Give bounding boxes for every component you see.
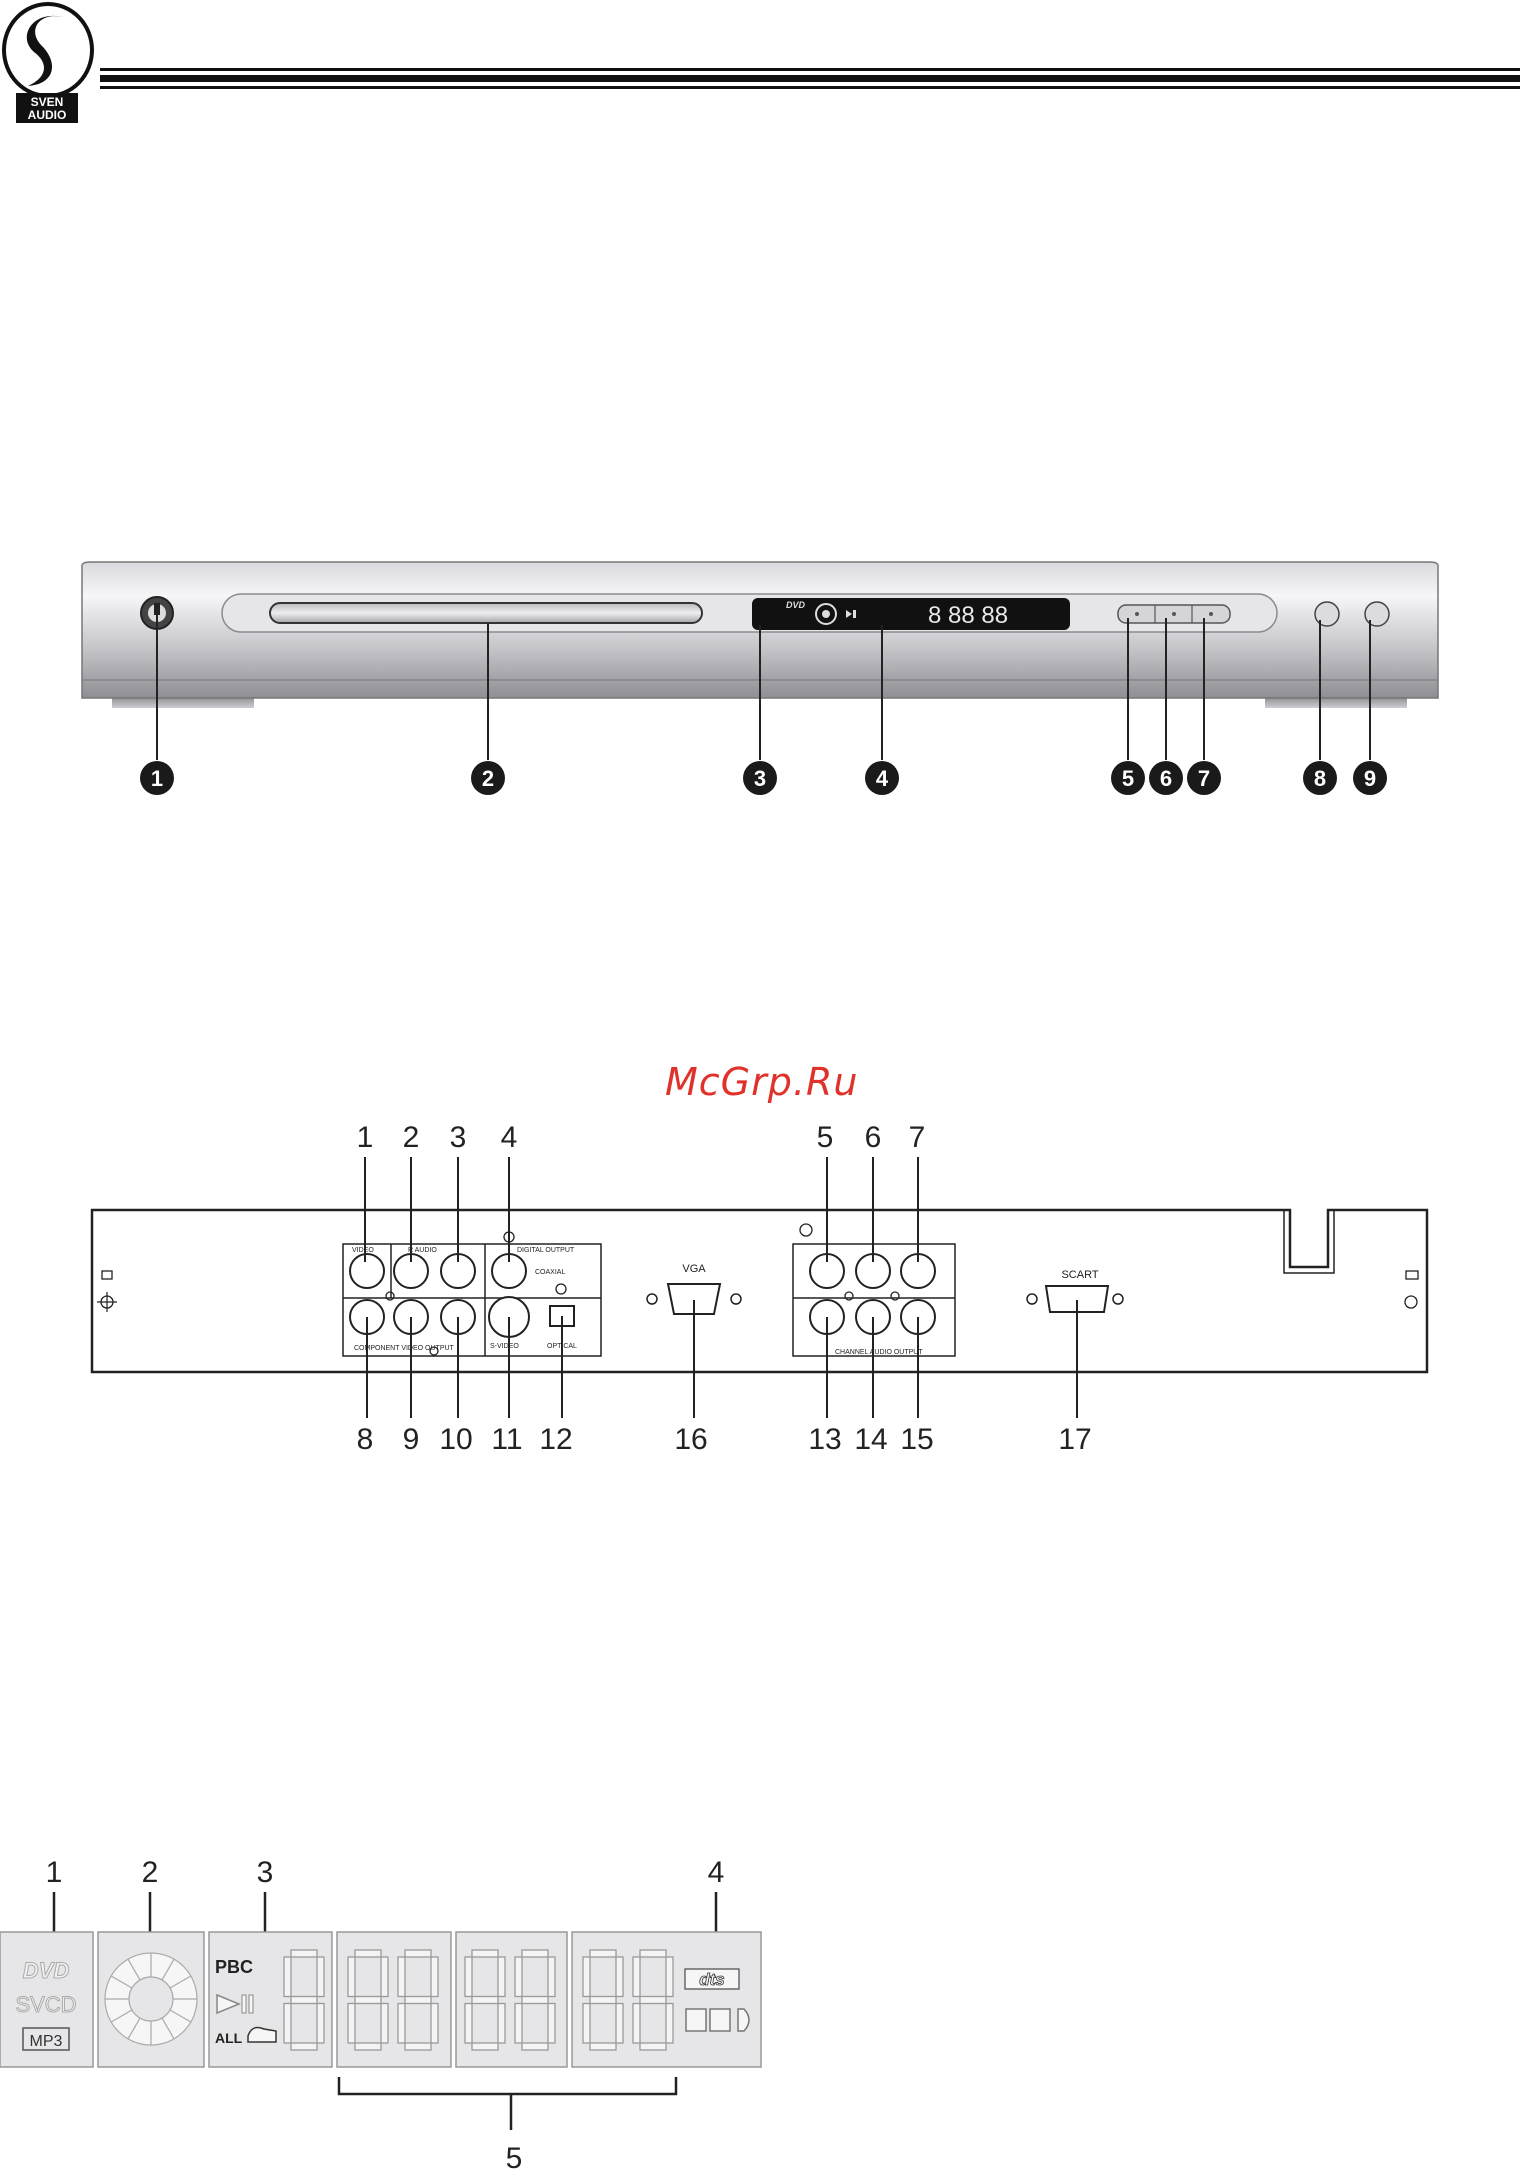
rear-callout-17: 17 bbox=[1058, 1423, 1091, 1456]
front-panel-diagram: DVD 8 88 88 bbox=[82, 562, 1438, 795]
sven-audio-logo: SVEN AUDIO bbox=[4, 4, 92, 123]
front-callout-3: 3 bbox=[743, 761, 777, 795]
display-callout-4: 4 bbox=[708, 1856, 725, 1889]
rear-callout-1: 1 bbox=[357, 1121, 374, 1154]
svg-text:7: 7 bbox=[1198, 766, 1210, 791]
watermark-text: McGrp.Ru bbox=[665, 1060, 858, 1104]
rear-callout-2: 2 bbox=[403, 1121, 420, 1154]
svg-text:2: 2 bbox=[482, 766, 494, 791]
front-callout-2: 2 bbox=[471, 761, 505, 795]
rear-callout-4: 4 bbox=[501, 1121, 518, 1154]
svg-text:9: 9 bbox=[1364, 766, 1376, 791]
pbc-indicator: PBC bbox=[215, 1957, 253, 1977]
display-callout-2: 2 bbox=[142, 1856, 159, 1889]
logo-text-sven: SVEN bbox=[31, 95, 64, 109]
rear-callout-9: 9 bbox=[403, 1423, 420, 1456]
svg-text:8: 8 bbox=[1314, 766, 1326, 791]
front-callouts: 1 2 3 4 5 6 7 8 9 bbox=[140, 761, 1387, 795]
display-callout-1: 1 bbox=[46, 1856, 63, 1889]
header: SVEN AUDIO bbox=[4, 4, 1520, 123]
rear-callout-12: 12 bbox=[539, 1423, 572, 1456]
label-coaxial: COAXIAL bbox=[535, 1269, 565, 1276]
rear-callout-11: 11 bbox=[491, 1423, 522, 1456]
prev-button-icon bbox=[1135, 612, 1139, 616]
rear-callout-14: 14 bbox=[854, 1423, 887, 1456]
rear-callout-5: 5 bbox=[817, 1121, 834, 1154]
display-callout-5: 5 bbox=[506, 2142, 523, 2175]
label-digital-output: DIGITAL OUTPUT bbox=[517, 1247, 575, 1254]
dts-indicator: dts bbox=[699, 1970, 725, 1989]
rear-callout-13: 13 bbox=[808, 1423, 841, 1456]
rear-callout-3: 3 bbox=[450, 1121, 467, 1154]
front-callout-6: 6 bbox=[1149, 761, 1183, 795]
rear-callouts-top: 1 2 3 4 5 6 7 bbox=[357, 1121, 926, 1154]
front-callout-5: 5 bbox=[1111, 761, 1145, 795]
svg-text:5: 5 bbox=[1122, 766, 1134, 791]
rear-panel-diagram: 1 2 3 4 5 6 7 VIDEO R AUDIO DIGITAL bbox=[92, 1121, 1427, 1456]
front-callout-8: 8 bbox=[1303, 761, 1337, 795]
video-out-jack bbox=[350, 1254, 384, 1288]
label-video: VIDEO bbox=[352, 1247, 374, 1254]
front-callout-4: 4 bbox=[865, 761, 899, 795]
label-audio: R AUDIO bbox=[408, 1247, 437, 1254]
mp3-indicator: MP3 bbox=[30, 2033, 63, 2050]
svg-text:3: 3 bbox=[754, 766, 766, 791]
play-pause-button bbox=[1365, 602, 1389, 626]
svg-text:1: 1 bbox=[151, 766, 163, 791]
label-vga: VGA bbox=[682, 1263, 706, 1275]
logo-text-audio: AUDIO bbox=[28, 108, 67, 122]
label-scart: SCART bbox=[1061, 1269, 1098, 1281]
label-svideo: S-VIDEO bbox=[490, 1343, 519, 1350]
display-leader-lines bbox=[54, 1892, 716, 1932]
header-rule bbox=[100, 68, 1520, 89]
disc-wheel-icon bbox=[105, 1953, 197, 2045]
open-close-button bbox=[1315, 602, 1339, 626]
front-callout-1: 1 bbox=[140, 761, 174, 795]
display-panel-diagram: 1 2 3 4 DVD SVCD MP3 bbox=[0, 1856, 761, 2175]
label-component: COMPONENT VIDEO OUTPUT bbox=[354, 1345, 455, 1352]
rear-callout-10: 10 bbox=[439, 1423, 472, 1456]
digit-group-1 bbox=[337, 1932, 451, 2067]
next-button-icon bbox=[1209, 612, 1213, 616]
display-callouts-top: 1 2 3 4 bbox=[46, 1856, 725, 1889]
all-indicator: ALL bbox=[215, 2030, 243, 2046]
rear-callout-7: 7 bbox=[909, 1121, 926, 1154]
dvd-indicator: DVD bbox=[23, 1958, 70, 1983]
svg-text:4: 4 bbox=[876, 766, 889, 791]
rear-callout-16: 16 bbox=[674, 1423, 707, 1456]
front-display-digits: 8 88 88 bbox=[928, 602, 1008, 629]
rear-panel-outline bbox=[92, 1210, 1427, 1372]
repeat-indicator-icon bbox=[248, 2028, 276, 2042]
stop-button-icon bbox=[1172, 612, 1176, 616]
label-channel-audio: CHANNEL AUDIO OUTPUT bbox=[835, 1349, 923, 1356]
disc-tray bbox=[270, 603, 702, 623]
svg-text:6: 6 bbox=[1160, 766, 1172, 791]
rear-callout-8: 8 bbox=[357, 1423, 374, 1456]
rear-callout-15: 15 bbox=[900, 1423, 933, 1456]
svcd-indicator: SVCD bbox=[15, 1992, 76, 2017]
front-callout-7: 7 bbox=[1187, 761, 1221, 795]
front-callout-9: 9 bbox=[1353, 761, 1387, 795]
display-callout-3: 3 bbox=[257, 1856, 274, 1889]
rear-callout-6: 6 bbox=[865, 1121, 882, 1154]
rear-callouts-bottom: 8 9 10 11 12 16 13 14 15 17 bbox=[357, 1423, 1092, 1456]
transport-buttons bbox=[1118, 605, 1230, 623]
digits-bracket bbox=[339, 2077, 676, 2094]
dolby-digital-icon bbox=[686, 2009, 749, 2031]
front-display-dvd-logo: DVD bbox=[786, 600, 806, 610]
